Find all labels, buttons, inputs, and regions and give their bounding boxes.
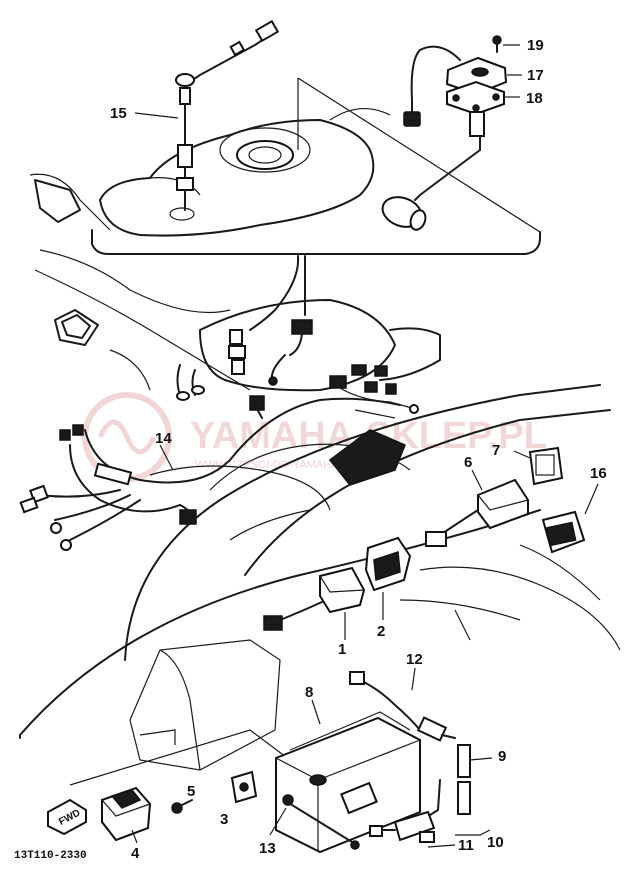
part-4-relay — [101, 786, 152, 844]
part-12-battery-lead — [349, 667, 456, 742]
callout-10: 10 — [487, 834, 504, 851]
diagram-code: 13T110-2330 — [14, 850, 87, 862]
part-15-fuel-sensor — [175, 19, 280, 211]
callout-12: 12 — [406, 651, 423, 668]
part-14-wire-harness — [19, 395, 401, 551]
part-5-bolt — [171, 799, 193, 814]
callout-16: 16 — [590, 465, 607, 482]
callout-6: 6 — [464, 454, 472, 471]
callout-18: 18 — [526, 90, 543, 107]
callout-9: 9 — [498, 748, 506, 765]
callout-2: 2 — [377, 623, 385, 640]
callout-13: 13 — [259, 840, 276, 857]
part-16 — [541, 483, 599, 554]
part-17-18-fuel-level-unit — [381, 35, 522, 231]
part-6-relay — [425, 469, 529, 547]
callout-4: 4 — [131, 845, 140, 862]
callout-7: 7 — [492, 442, 500, 459]
cdi-unit — [328, 429, 406, 486]
tank-connectors — [228, 255, 419, 419]
part-9-tube — [457, 744, 493, 815]
part-2-flasher — [364, 536, 412, 620]
callout-labels: 1 2 3 4 5 6 7 8 9 10 11 12 13 14 15 16 1… — [110, 37, 607, 862]
fwd-arrow: FWD — [47, 798, 87, 836]
part-3 — [230, 770, 258, 804]
part-10-11-fuse-holder — [369, 779, 491, 848]
callout-3: 3 — [220, 811, 228, 828]
callout-15: 15 — [110, 105, 127, 122]
part-7 — [513, 446, 564, 486]
callout-19: 19 — [527, 37, 544, 54]
part-13-bolt — [269, 794, 360, 850]
fuel-tank-inset — [91, 77, 541, 255]
battery-box-inset — [19, 639, 291, 786]
part-1-unit — [263, 566, 366, 640]
callout-17: 17 — [527, 67, 544, 84]
callout-1: 1 — [338, 641, 346, 658]
callout-8: 8 — [305, 684, 313, 701]
callout-5: 5 — [187, 783, 195, 800]
callout-11: 11 — [458, 837, 474, 854]
callout-14: 14 — [155, 430, 172, 447]
